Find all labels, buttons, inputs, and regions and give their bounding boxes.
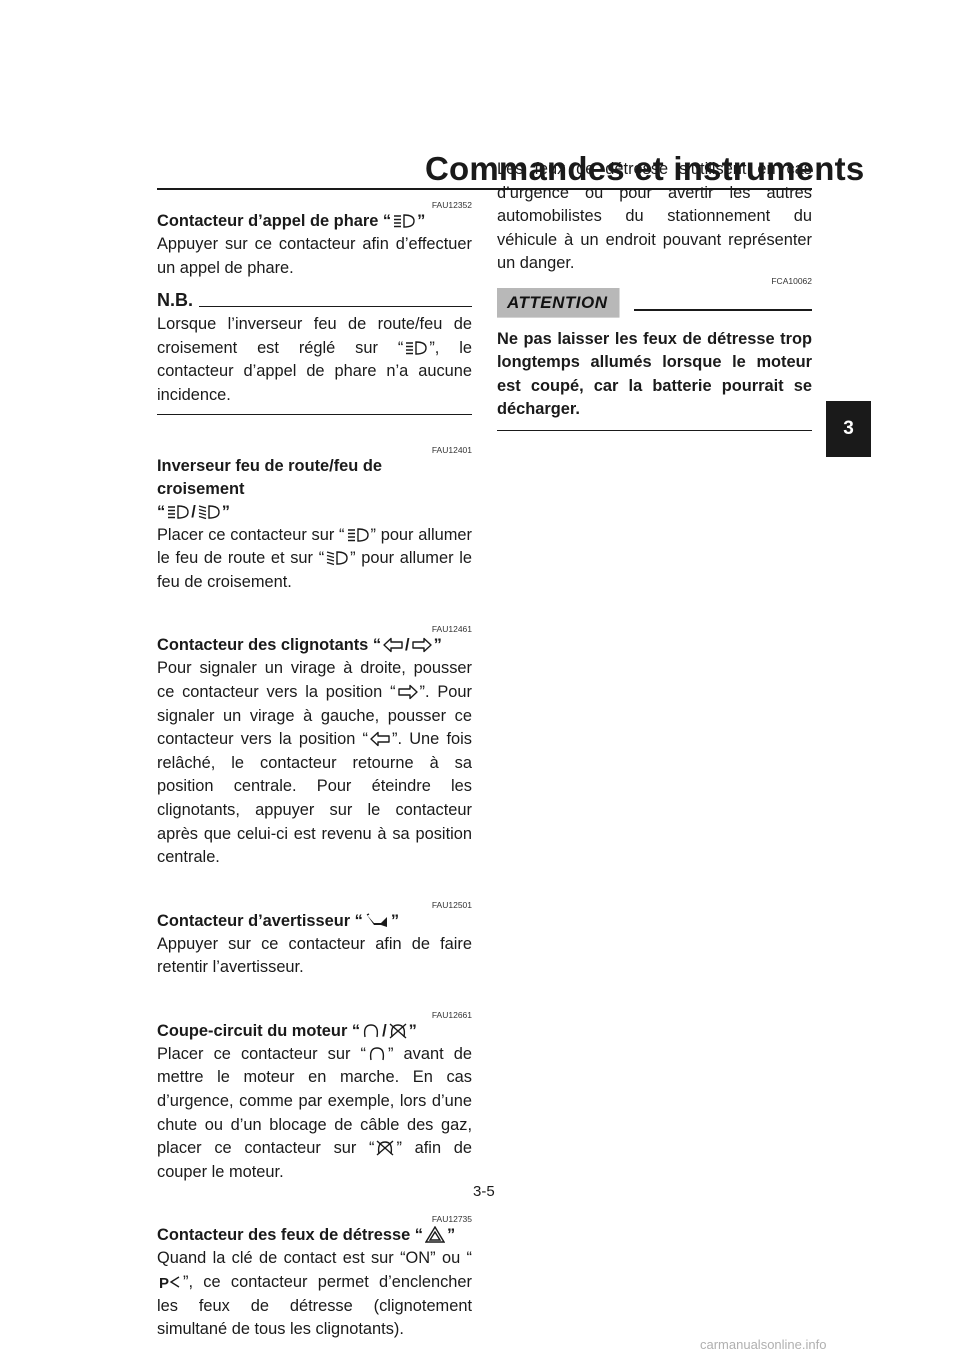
section-code: FAU12352 <box>431 200 472 210</box>
high-beam-icon <box>347 527 369 542</box>
section-body: Appuyer sur ce contacteur afin de faire … <box>157 934 472 977</box>
turn-right-icon <box>397 684 418 700</box>
horn-icon <box>366 913 387 927</box>
attention-text: Ne pas laisser les feux de détresse trop… <box>497 329 812 419</box>
high-beam-icon <box>406 341 428 355</box>
section-body: Appuyer sur ce contacteur afin d’effectu… <box>157 235 472 277</box>
section-heading-dimmer-switch: Inverseur feu de route/feu de croisement… <box>157 456 382 521</box>
header-rule <box>157 188 812 190</box>
low-beam-icon <box>326 551 348 566</box>
page-number: 3-5 <box>473 1183 495 1200</box>
hazard-usage-text: Les feux de détresse s’utilisent en cas … <box>497 160 812 273</box>
section-heading-headlight-flasher: Contacteur d’appel de phare “” <box>157 212 426 230</box>
high-beam-icon <box>394 214 415 228</box>
right-column: Les feux de détresse s’utilisent en cas … <box>497 158 812 432</box>
section-code: FAU12401 <box>431 444 472 455</box>
attention-bottom-rule <box>497 429 812 432</box>
section-heading-engine-stop: Coupe-circuit du moteur “/” <box>157 1021 417 1040</box>
watermark[interactable]: carmanualsonline.info <box>700 1337 827 1352</box>
engine-stop-icon <box>377 1140 394 1156</box>
section-code: FAU12661 <box>431 1009 472 1020</box>
note-block: N.B. Lorsque l’inverseur feu de route/fe… <box>157 290 473 415</box>
page-title: Commandes et instruments <box>425 150 865 187</box>
turn-right-icon <box>411 638 432 653</box>
engine-run-icon <box>369 1047 385 1060</box>
engine-stop-icon <box>389 1023 407 1039</box>
turn-left-icon <box>383 638 403 653</box>
section-heading-horn: Contacteur d’avertisseur “” <box>157 911 400 930</box>
note-label: N.B. <box>157 290 193 311</box>
note-bottom-rule <box>157 413 472 415</box>
section-body: Quand la clé de contact est sur “ON” ou … <box>157 1249 472 1339</box>
turn-left-icon <box>370 731 390 747</box>
svg-text:P: P <box>159 1275 169 1290</box>
note-text: Lorsque l’inverseur feu de route/feu de … <box>157 315 473 404</box>
low-beam-icon <box>198 504 220 519</box>
high-beam-icon <box>168 504 189 519</box>
note-rule <box>199 306 472 308</box>
attention-label: ATTENTION <box>497 287 620 318</box>
section-code: FAU12735 <box>431 1214 472 1225</box>
attention-code: FCA10062 <box>771 275 812 286</box>
chapter-tab[interactable]: 3 <box>826 401 871 457</box>
section-heading-turn-signal: Contacteur des clignotants “/” <box>157 636 442 655</box>
engine-run-icon <box>364 1024 379 1037</box>
parking-icon: P <box>159 1275 180 1290</box>
section-body: Placer ce contacteur sur “” pour allumer… <box>157 525 472 591</box>
section-code: FAU12501 <box>431 899 472 910</box>
section-body: Pour signaler un virage à droite, pousse… <box>157 659 472 867</box>
section-heading-hazard: Contacteur des feux de détresse “” <box>157 1226 456 1245</box>
left-column: FAU12352 Contacteur d’appel de phare “” … <box>157 200 472 1342</box>
attention-header: ATTENTION <box>497 287 812 318</box>
section-code: FAU12461 <box>431 624 472 635</box>
section-body: Placer ce contacteur sur “” avant de met… <box>157 1044 472 1181</box>
hazard-icon <box>424 1226 445 1244</box>
attention-rule <box>633 309 812 311</box>
